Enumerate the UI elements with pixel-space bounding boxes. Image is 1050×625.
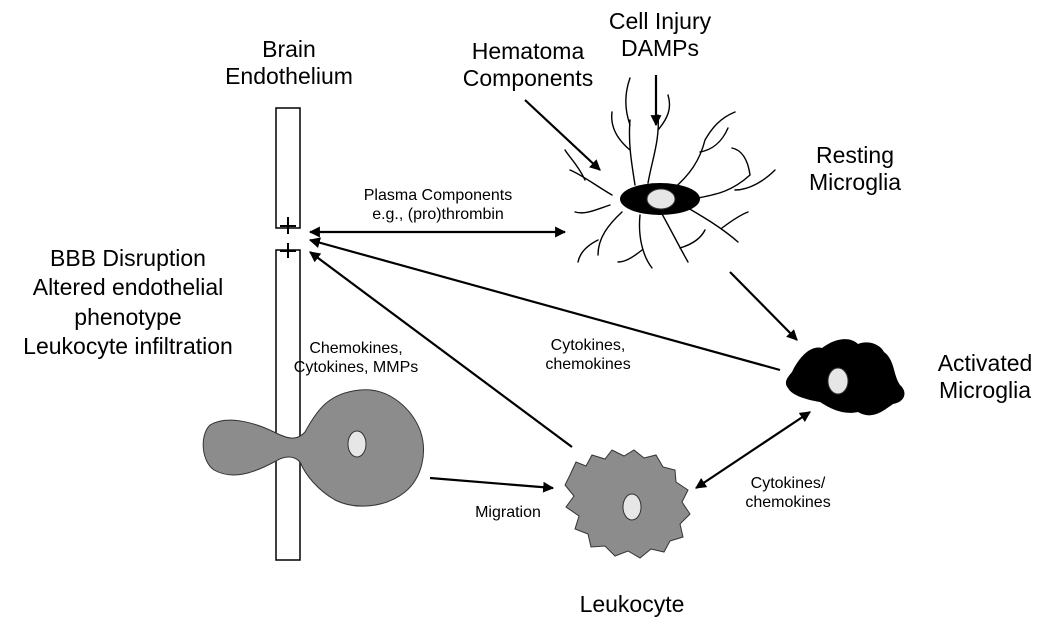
brain-endothelium-label: Brain Endothelium	[225, 36, 353, 90]
arrow-microglia-activation	[729, 271, 798, 341]
arrow-migration	[429, 476, 555, 493]
endothelium-segment-lower	[275, 249, 301, 561]
resting-microglia	[564, 77, 776, 269]
cytokines-chemokines-center-label: Cytokines, chemokines	[545, 337, 631, 374]
resting-microglia-label: Resting Microglia	[808, 142, 902, 196]
transmigrating-leukocyte-nucleus	[347, 430, 367, 458]
tight-junction-marks	[280, 217, 296, 258]
transmigrating-leukocyte	[202, 389, 424, 507]
bbb-disruption-label: BBB Disruption Altered endothelial pheno…	[23, 245, 233, 360]
resting-microglia-nucleus	[646, 188, 676, 210]
hematoma-components-label: Hematoma Components	[462, 38, 594, 92]
leukocyte-label: Leukocyte	[579, 591, 685, 617]
arrow-leukocyte-microglia	[695, 411, 811, 489]
activated-microglia-nucleus	[827, 367, 849, 395]
arrow-hematoma	[524, 99, 601, 171]
arrow-leukocyte-to-endothelium	[309, 251, 573, 448]
cell-injury-damps-label: Cell Injury DAMPs	[608, 8, 712, 62]
cytokines-chemokines-right-label: Cytokines/ chemokines	[745, 475, 831, 512]
activated-microglia-label: Activated Microglia	[937, 350, 1033, 404]
arrow-activated-to-endothelium	[308, 237, 781, 372]
leukocyte-nucleus	[622, 493, 642, 521]
chemokines-cytokines-mmps-label: Chemokines, Cytokines, MMPs	[293, 340, 419, 377]
plasma-components-label: Plasma Components e.g., (pro)thrombin	[363, 187, 513, 224]
migration-label: Migration	[475, 504, 541, 521]
endothelium-segment-upper	[275, 107, 301, 229]
